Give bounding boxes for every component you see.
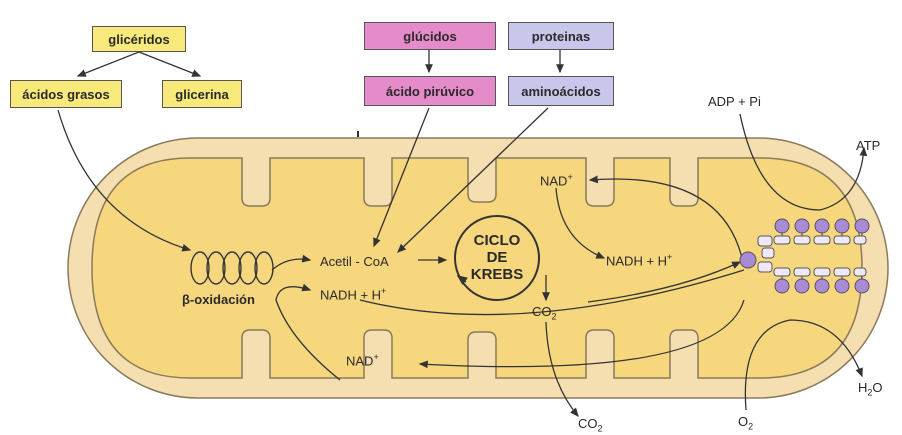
box-glucidos: glúcidos: [364, 22, 496, 50]
label-beta-oxidacion: β-oxidación: [182, 292, 255, 307]
label-nad-plus-bottom: NAD+: [346, 352, 379, 368]
label-o2: O2: [738, 414, 753, 432]
label-co2-outer: CO2: [578, 416, 603, 434]
label-nadh-h-right: NADH + H+: [606, 252, 672, 268]
label-adp-pi: ADP + Pi: [708, 94, 761, 109]
label-nad-plus-top: NAD+: [540, 172, 573, 188]
box-acidos-grasos: ácidos grasos: [10, 80, 122, 108]
label-h2o: H2O: [858, 380, 883, 398]
krebs-cycle-label: CICLO DE KREBS: [457, 232, 537, 283]
label-acetil-coa: Acetil - CoA: [320, 254, 389, 269]
label-co2-inner: CO2: [532, 304, 557, 322]
box-gliceridos: glicéridos: [92, 26, 186, 52]
label-atp: ATP: [856, 138, 880, 153]
box-acido-piruvico: ácido pirúvico: [364, 76, 496, 106]
box-proteinas: proteinas: [508, 22, 614, 50]
box-glicerina: glicerina: [162, 80, 242, 108]
box-aminoacidos: aminoácidos: [508, 76, 614, 106]
label-nadh-h-left: NADH + H+: [320, 286, 386, 302]
